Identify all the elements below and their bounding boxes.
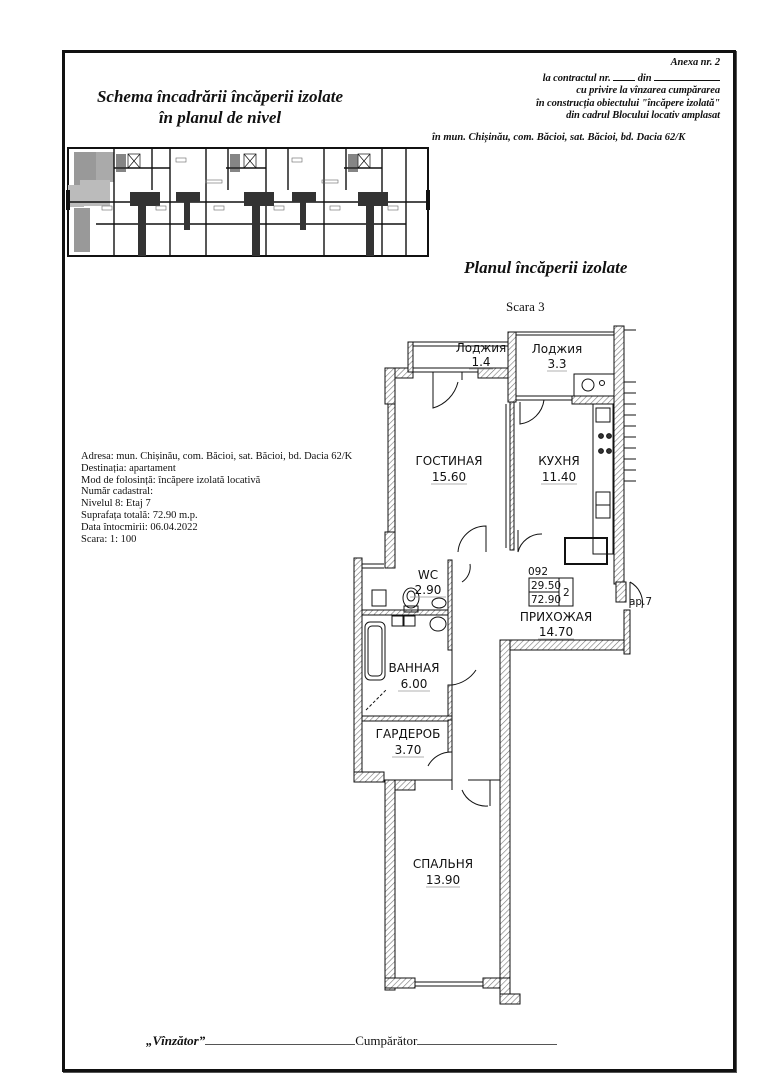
room-bathroom-name: ВАННАЯ (388, 661, 439, 675)
seller-label: „Vînzător” (146, 1033, 206, 1048)
buyer-label: Cumpărător (355, 1033, 418, 1048)
room-wc-name: WC (418, 568, 438, 582)
room-bedroom-area: 13.90 (426, 873, 460, 887)
seller-signature-line[interactable] (205, 1032, 356, 1045)
info-scale: Scara: 1: 100 (81, 533, 137, 545)
info-cadastral: Număr cadastral: (81, 486, 154, 498)
annex-header: Anexa nr. 2 la contractul nr. din cu pri… (536, 57, 720, 123)
room-hallway-name: ПРИХОЖАЯ (520, 610, 592, 624)
annex-line-2: cu privire la vînzarea cumpărarea (576, 85, 720, 96)
info-date: Data întocmirii: 06.04.2022 (81, 521, 198, 533)
room-living-name: ГОСТИНАЯ (415, 454, 482, 468)
annex-line-3: în construcția obiectului "încăpere izol… (535, 97, 720, 109)
apartment-floor-plan: Лоджия 1.4 Лоджия 3.3 ГОСТИНАЯ 15.60 КУХ… (353, 325, 652, 1005)
info-usage: Mod de folosință: încăpere izolată locat… (81, 474, 261, 486)
room-wc-area: 2.90 (415, 583, 442, 597)
contract-date-blank (654, 70, 720, 81)
buyer-signature-line[interactable] (417, 1032, 558, 1045)
schema-title: Schema încadrării încăperii izolate în p… (96, 87, 344, 127)
room-wardrobe-area: 3.70 (395, 743, 422, 757)
room-loggia-2-area: 3.3 (547, 357, 566, 371)
annex-line-5: în mun. Chișinău, com. Băcioi, sat. Băci… (432, 132, 686, 143)
apartment-label: ap.7 (629, 596, 652, 608)
building-floor-overview (66, 147, 430, 257)
unit-rooms-count: 2 (563, 587, 570, 599)
document-frame (62, 50, 736, 1072)
room-loggia-1-area: 1.4 (471, 355, 490, 369)
room-loggia-1-name: Лоджия (456, 341, 507, 355)
annex-line-4: din cadrul Blocului locativ amplasat (566, 110, 720, 121)
signatures: „Vînzător” Cumpărător (146, 1032, 558, 1049)
room-living-area: 15.60 (432, 470, 466, 484)
unit-number: 092 (528, 566, 548, 578)
contract-number-blank (613, 70, 636, 81)
annex-title: Anexa nr. 2 (670, 57, 720, 68)
room-bathroom-area: 6.00 (401, 677, 428, 691)
room-kitchen-area: 11.40 (542, 470, 576, 484)
unit-living-area: 29.50 (531, 580, 561, 592)
room-wardrobe-name: ГАРДЕРОБ (376, 727, 441, 741)
info-address: Adresa: mun. Chișinău, com. Băcioi, sat.… (81, 451, 353, 462)
property-info: Adresa: mun. Chișinău, com. Băcioi, sat.… (81, 451, 352, 545)
room-bedroom-name: СПАЛЬНЯ (413, 857, 473, 871)
room-loggia-2-name: Лоджия (532, 342, 583, 356)
info-level: Nivelul 8: Etaj 7 (81, 498, 151, 510)
info-destination: Destinația: apartament (81, 462, 176, 474)
room-hallway-area: 14.70 (539, 625, 573, 639)
annex-contract-line: la contractul nr. din (536, 70, 720, 86)
unit-total-area: 72.90 (531, 594, 561, 606)
plan-title: Planul încăperii izolate (464, 258, 628, 277)
info-total-area: Suprafața totală: 72.90 m.p. (81, 509, 198, 521)
stair-label: Scara 3 (506, 299, 545, 314)
unit-info-box (528, 577, 574, 607)
room-kitchen-name: КУХНЯ (538, 454, 579, 468)
